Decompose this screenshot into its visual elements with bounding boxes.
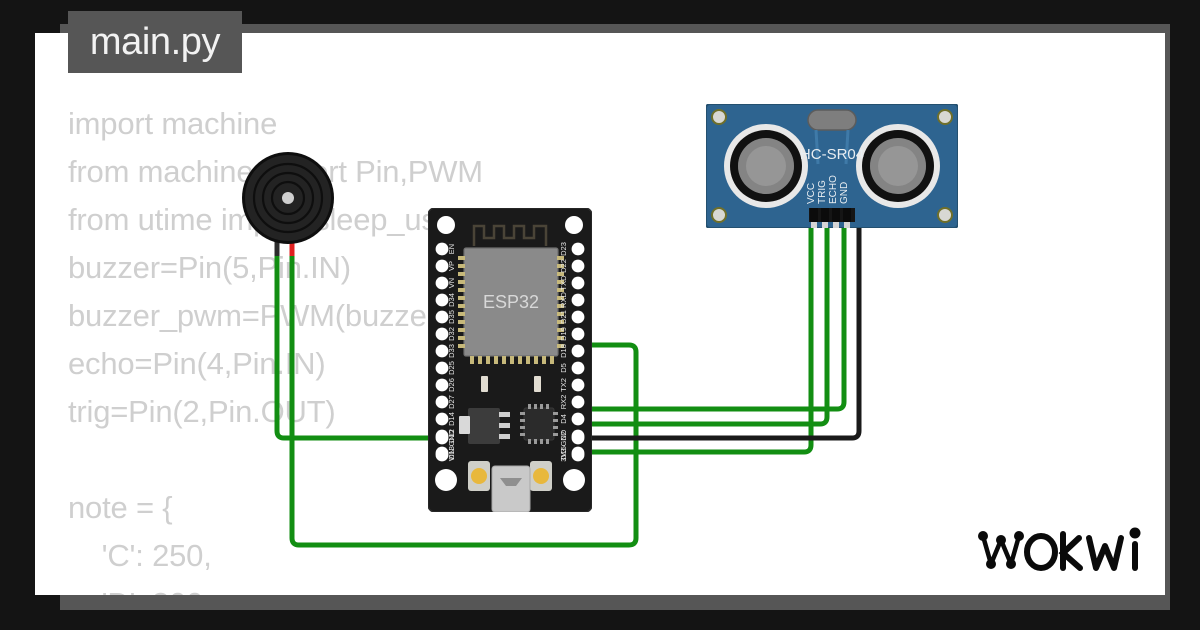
svg-text:D13: D13 [447,446,456,460]
svg-text:D4: D4 [559,414,568,424]
svg-text:D21: D21 [559,310,568,324]
pin-label-vcc: VCC [806,183,817,204]
code-line: import machine [68,106,278,141]
diagram-canvas[interactable]: import machine from machine import Pin,P… [35,33,1165,595]
pin-label-trig: TRIG [817,180,828,204]
hcsr04-silk-label: HC-SR04 [800,146,864,163]
esp32-chip-label: ESP32 [483,292,539,312]
svg-text:D23: D23 [559,242,568,256]
component-hcsr04[interactable]: HC-SR04 VCC TRIG ECHO GND [706,104,958,228]
svg-text:D15: D15 [559,446,568,460]
svg-text:D18: D18 [559,344,568,358]
transducer-left [724,124,808,208]
file-tab-main-py[interactable]: main.py [68,11,242,73]
svg-text:D19: D19 [559,327,568,341]
svg-text:D12: D12 [447,429,456,443]
svg-text:D32: D32 [447,327,456,341]
pin-label-echo: ECHO [828,175,839,204]
code-line: note = { [68,490,173,525]
component-esp32[interactable]: ESP32 [428,208,592,512]
svg-text:D22: D22 [559,259,568,273]
svg-text:D25: D25 [447,361,456,375]
svg-text:EN: EN [447,244,456,254]
code-line: trig=Pin(2,Pin.OUT) [68,394,336,429]
svg-text:TXD: TXD [559,275,568,291]
code-line: 'D': 300, [68,580,688,595]
svg-text:D14: D14 [447,412,456,426]
svg-text:VN: VN [447,278,456,288]
pin-label-gnd: GND [839,182,850,204]
enable-button [530,461,552,491]
code-preview: import machine from machine import Pin,P… [68,100,688,595]
svg-text:RXD: RXD [559,292,568,308]
svg-text:D2: D2 [559,431,568,441]
svg-text:D35: D35 [447,310,456,324]
boot-button [468,461,490,491]
buzzer-vent-hole [282,192,294,204]
wokwi-logo [978,527,1141,571]
transducer-right [856,124,940,208]
file-tab-label: main.py [89,21,221,63]
code-line: buzzer_pwm=PWM(buzzer) [68,298,447,333]
svg-text:D5: D5 [559,363,568,373]
svg-text:RX2: RX2 [559,395,568,410]
code-line: from machine import Pin,PWM [68,154,483,189]
component-buzzer[interactable] [240,152,336,248]
code-line: echo=Pin(4,Pin.IN) [68,346,326,381]
svg-text:D27: D27 [447,395,456,409]
svg-text:D34: D34 [447,293,456,307]
code-line-blank [68,436,688,484]
svg-text:D33: D33 [447,344,456,358]
svg-text:VP: VP [447,261,456,271]
svg-text:TX2: TX2 [559,378,568,392]
code-line: from utime import sleep_us,sleep [68,202,519,237]
svg-text:D26: D26 [447,378,456,392]
code-line: 'C': 250, [68,538,212,573]
code-line: buzzer=Pin(5,Pin.IN) [68,250,351,285]
